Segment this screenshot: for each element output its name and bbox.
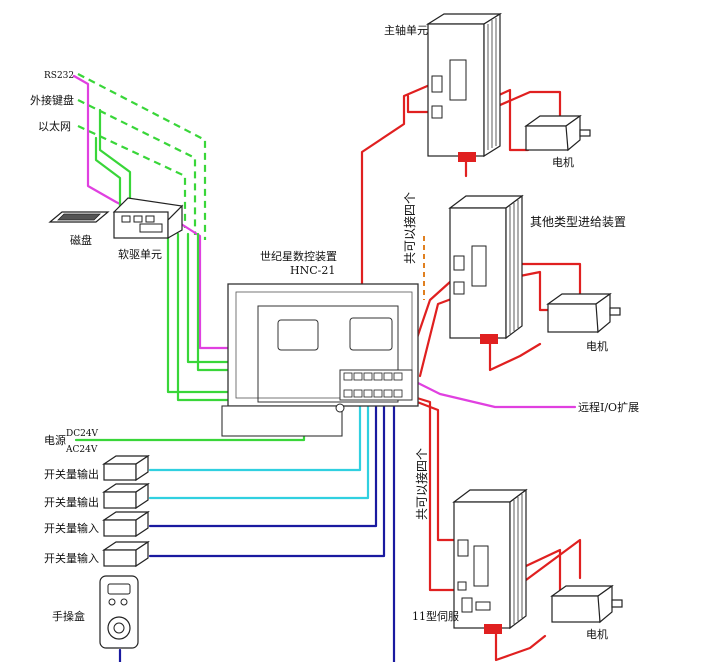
label-controller-title: 世纪星数控装置 — [260, 249, 337, 263]
cnc-controller-device — [221, 283, 419, 437]
label-switch-in-2: 开关量输入 — [44, 551, 99, 565]
label-motor-top: 电机 — [552, 155, 574, 169]
switch-out-box-2 — [102, 482, 150, 510]
label-keyboard: 外接键盘 — [30, 93, 74, 107]
label-motor-bottom: 电机 — [586, 627, 608, 641]
label-servo11: 11型伺服 — [412, 609, 459, 623]
label-other-feed: 其他类型进给装置 — [530, 215, 626, 229]
label-dc24v: DC24V — [66, 429, 99, 439]
switch-out-box-1 — [102, 454, 150, 482]
label-switch-in-1: 开关量输入 — [44, 521, 99, 535]
label-remote-io: 远程I/O扩展 — [578, 400, 639, 414]
label-spindle-unit: 主轴单元 — [384, 23, 428, 37]
motor-bottom-device — [550, 584, 623, 624]
label-rs232: RS232 — [44, 71, 74, 81]
label-four-top: 共可以接四个 — [402, 192, 417, 264]
switch-in-box-1 — [102, 510, 150, 538]
servo11-device — [452, 488, 528, 634]
label-handwheel: 手操盒 — [52, 609, 85, 623]
motor-mid-device — [546, 292, 621, 334]
disk-device — [48, 211, 110, 223]
label-floppy-unit: 软驱单元 — [118, 247, 162, 261]
feed-device-mid — [448, 194, 524, 344]
label-switch-out-2: 开关量输出 — [44, 495, 99, 509]
label-disk: 磁盘 — [70, 233, 92, 247]
switch-in-box-2 — [102, 540, 150, 568]
label-switch-out-1: 开关量输出 — [44, 467, 99, 481]
spindle-unit-device — [425, 12, 503, 162]
label-motor-mid: 电机 — [586, 339, 608, 353]
floppy-unit-device — [112, 197, 184, 240]
motor-top-device — [524, 114, 591, 152]
label-ac24v: AC24V — [65, 445, 98, 455]
label-controller-model: HNC-21 — [290, 264, 335, 277]
label-four-bottom: 共可以接四个 — [414, 448, 429, 520]
dashed-green-links — [77, 73, 207, 240]
label-power: 电源 — [44, 433, 66, 447]
cyan-wires — [148, 394, 370, 500]
handwheel-box-device — [99, 575, 139, 649]
blue-wires — [118, 394, 396, 662]
label-ethernet: 以太网 — [38, 120, 71, 133]
